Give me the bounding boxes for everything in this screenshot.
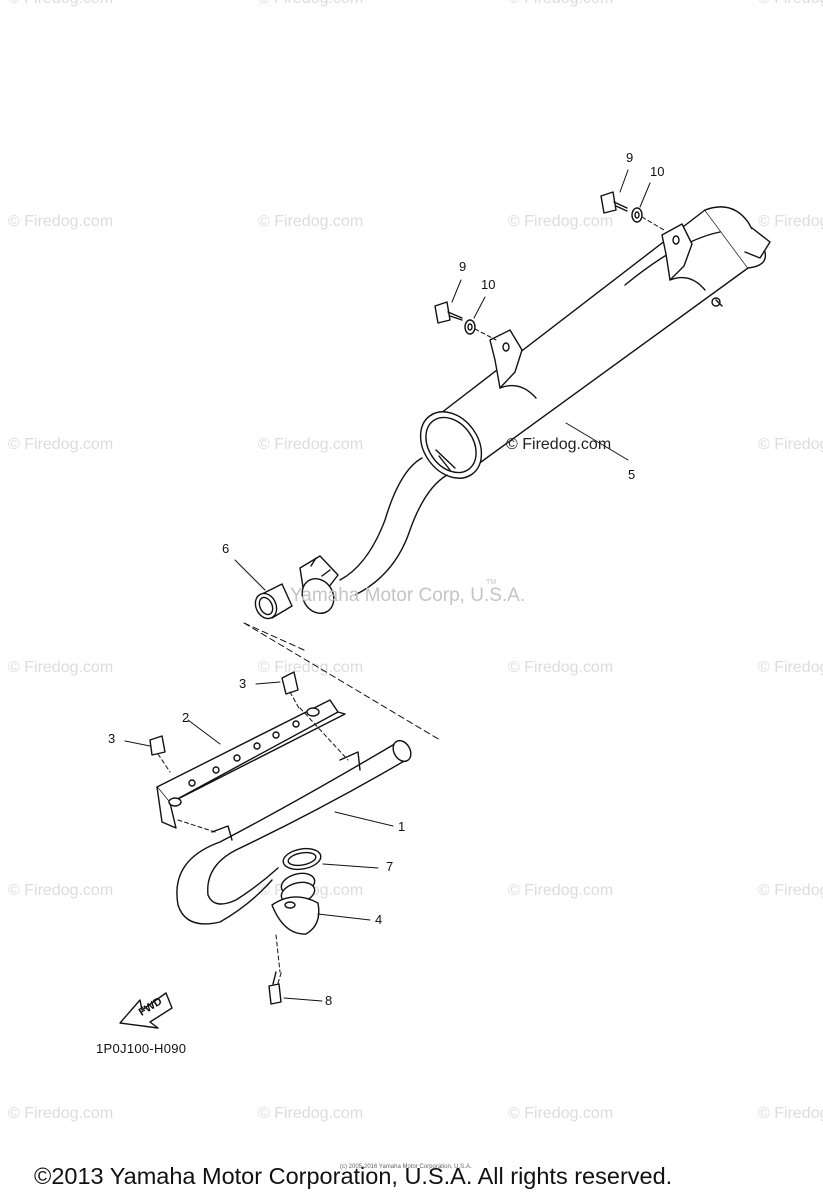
watermark: © Firedog.com xyxy=(258,213,364,230)
muffler-inlet-pipe xyxy=(339,449,456,596)
bolt-part-3-lower xyxy=(149,735,171,773)
muffler-bracket-rear xyxy=(661,223,706,291)
assembly-line xyxy=(243,622,441,741)
watermark: © Firedog.com xyxy=(508,1105,614,1122)
watermark: © Firedog.com xyxy=(758,0,823,8)
exhaust-pipe-part xyxy=(176,739,412,925)
fwd-arrow-icon xyxy=(119,992,173,1029)
bolt-part-9-front xyxy=(434,301,463,324)
bolt-part-3-upper xyxy=(281,671,301,711)
watermark: © Firedog.com xyxy=(8,0,113,8)
callout-2: 2 xyxy=(182,710,190,725)
diagram-code: 1P0J100-H090 xyxy=(96,1041,187,1056)
trademark-mark: TM xyxy=(486,579,497,586)
leader-lines xyxy=(124,169,651,1002)
callout-9: 9 xyxy=(459,259,467,274)
callout-3: 3 xyxy=(239,676,247,691)
washer-part-10-front xyxy=(464,319,497,341)
watermark: © Firedog.com xyxy=(758,1105,823,1122)
gasket-sleeve-part xyxy=(254,583,293,620)
watermark: © Firedog.com xyxy=(508,659,614,676)
callout-10: 10 xyxy=(481,277,496,292)
yamaha-watermark: Yamaha Motor Corp, U.S.A. xyxy=(290,585,526,606)
callout-5: 5 xyxy=(628,467,636,482)
gasket-ring-part xyxy=(282,847,322,871)
firedog-label: © Firedog.com xyxy=(506,436,612,453)
watermark: © Firedog.com xyxy=(258,1105,364,1122)
callout-9: 9 xyxy=(626,150,634,165)
watermark: © Firedog.com xyxy=(758,882,823,899)
watermark: © Firedog.com xyxy=(758,213,823,230)
muffler-bracket-front xyxy=(489,329,537,399)
callout-4: 4 xyxy=(375,912,383,927)
bolt-part-8 xyxy=(268,934,283,1005)
watermark: © Firedog.com xyxy=(8,882,114,899)
callout-3: 3 xyxy=(108,731,116,746)
watermark: © Firedog.com xyxy=(508,0,613,8)
callout-6: 6 xyxy=(222,541,230,556)
pipe-clamp xyxy=(299,555,339,614)
copyright-footer: ©2013 Yamaha Motor Corporation, U.S.A. A… xyxy=(34,1163,673,1189)
watermark: © Firedog.com xyxy=(258,659,364,676)
bolt-part-9-rear xyxy=(600,191,628,214)
protector-part xyxy=(156,699,349,833)
watermark: © Firedog.com xyxy=(758,659,823,676)
callout-8: 8 xyxy=(325,993,333,1008)
watermark: © Firedog.com xyxy=(508,882,614,899)
watermark: © Firedog.com xyxy=(758,436,823,453)
washer-part-10-rear xyxy=(631,207,665,231)
tiny-credit: (c) 2005-2016 Yamaha Motor Corporation, … xyxy=(340,1164,472,1170)
watermark: © Firedog.com xyxy=(8,659,114,676)
watermark: © Firedog.com xyxy=(258,0,363,8)
callout-1: 1 xyxy=(398,819,406,834)
watermark: © Firedog.com xyxy=(8,436,114,453)
flange-part xyxy=(271,872,320,935)
callout-10: 10 xyxy=(650,164,665,179)
watermark: © Firedog.com xyxy=(258,436,364,453)
watermark: © Firedog.com xyxy=(508,213,614,230)
watermark: © Firedog.com xyxy=(8,213,114,230)
callout-7: 7 xyxy=(386,859,394,874)
watermark: © Firedog.com xyxy=(8,1105,114,1122)
